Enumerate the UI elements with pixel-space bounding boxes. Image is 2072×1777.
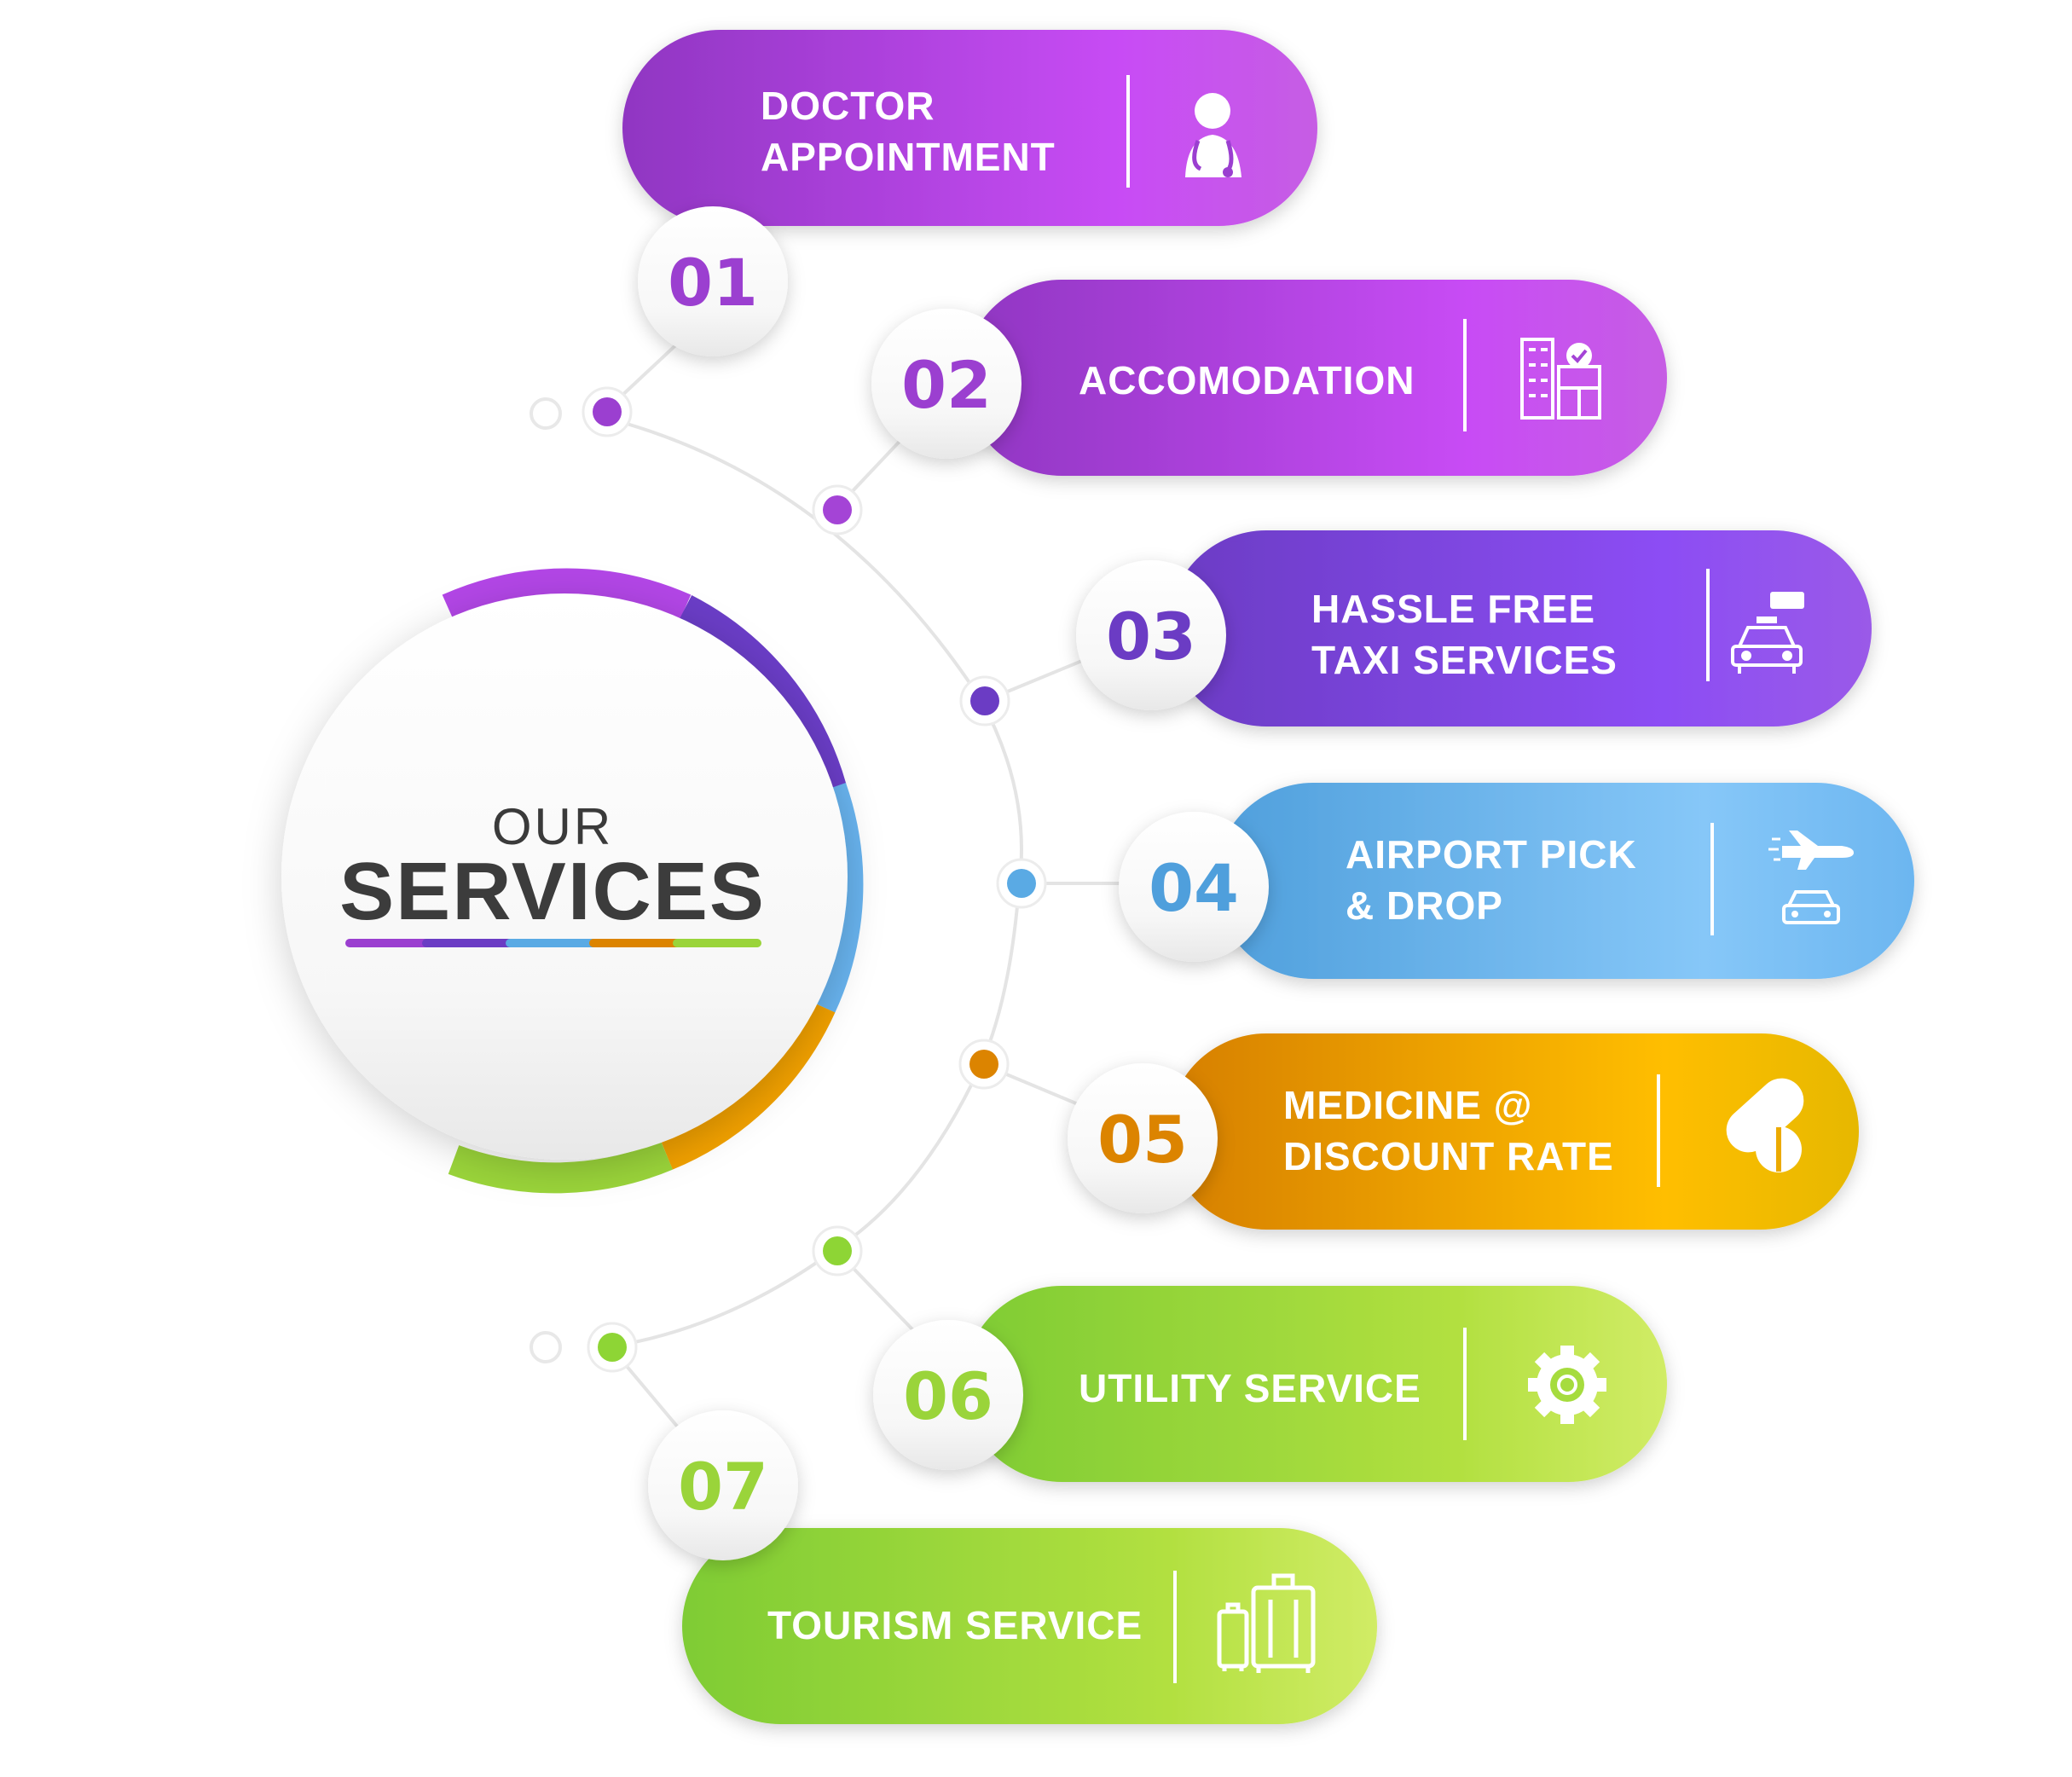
service-number: 07 <box>678 1449 768 1525</box>
service-number: 06 <box>903 1358 993 1434</box>
service-pill <box>964 1286 1667 1482</box>
number-badge <box>1068 1063 1218 1213</box>
number-badge <box>1119 812 1269 962</box>
service-number: 03 <box>1106 599 1196 674</box>
gear-icon <box>1528 1346 1606 1424</box>
service-label: MEDICINE @DISCOUNT RATE <box>1283 1083 1614 1178</box>
service-card-06[interactable]: UTILITY SERVICE 06 <box>873 1286 1667 1482</box>
number-badge <box>871 309 1022 459</box>
service-pill <box>1168 530 1872 726</box>
airplane-car-icon <box>1768 831 1854 924</box>
doctor-icon <box>1185 93 1241 177</box>
node-dot-03 <box>959 675 1010 726</box>
service-card-04[interactable]: AIRPORT PICK& DROP 04 <box>1119 783 1914 979</box>
luggage-icon <box>1217 1573 1316 1673</box>
service-number: 01 <box>668 245 758 321</box>
service-pill <box>1168 1033 1859 1230</box>
number-badge <box>1076 560 1226 710</box>
service-card-05[interactable]: MEDICINE @DISCOUNT RATE 05 <box>1068 1033 1859 1230</box>
center-badge: OUR SERVICES <box>281 568 864 1194</box>
title-our: OUR <box>492 798 613 855</box>
node-dot-01 <box>582 386 633 437</box>
node-dot-07 <box>587 1322 638 1373</box>
number-badge <box>873 1320 1023 1470</box>
ring-segment-purple <box>442 568 692 623</box>
ring-segment-orange <box>661 999 836 1170</box>
timeline-nodes <box>582 386 1047 1373</box>
node-dot-04 <box>996 858 1047 909</box>
node-dot-06 <box>812 1225 863 1276</box>
ring-segment-green <box>448 1141 673 1194</box>
service-pill <box>622 30 1317 226</box>
service-label: TOURISM SERVICE <box>767 1603 1143 1647</box>
service-label: UTILITY SERVICE <box>1079 1366 1421 1410</box>
service-card-02[interactable]: ACCOMODATION 02 <box>871 280 1667 476</box>
hotel-building-icon <box>1520 338 1601 420</box>
service-number: 02 <box>901 347 992 423</box>
service-pill <box>1215 783 1914 979</box>
number-badge <box>648 1410 798 1560</box>
node-dot-05 <box>958 1039 1010 1090</box>
timeline-end-dot-bottom <box>530 1331 562 1363</box>
service-label: AIRPORT PICK& DROP <box>1346 832 1637 928</box>
service-label: ACCOMODATION <box>1079 358 1415 402</box>
timeline-arc <box>605 416 1023 1349</box>
timeline-end-dot-top <box>530 397 562 430</box>
center-circle <box>281 593 848 1160</box>
taxi-icon <box>1731 592 1804 674</box>
pills-icon <box>1726 1078 1804 1172</box>
service-pill <box>964 280 1667 476</box>
service-number: 04 <box>1149 850 1239 926</box>
service-pill <box>682 1528 1377 1724</box>
node-dot-02 <box>812 484 863 535</box>
title-services: SERVICES <box>339 846 766 937</box>
service-number: 05 <box>1097 1102 1188 1178</box>
number-badge <box>638 206 788 356</box>
service-card-07[interactable]: TOURISM SERVICE 07 <box>648 1410 1377 1724</box>
